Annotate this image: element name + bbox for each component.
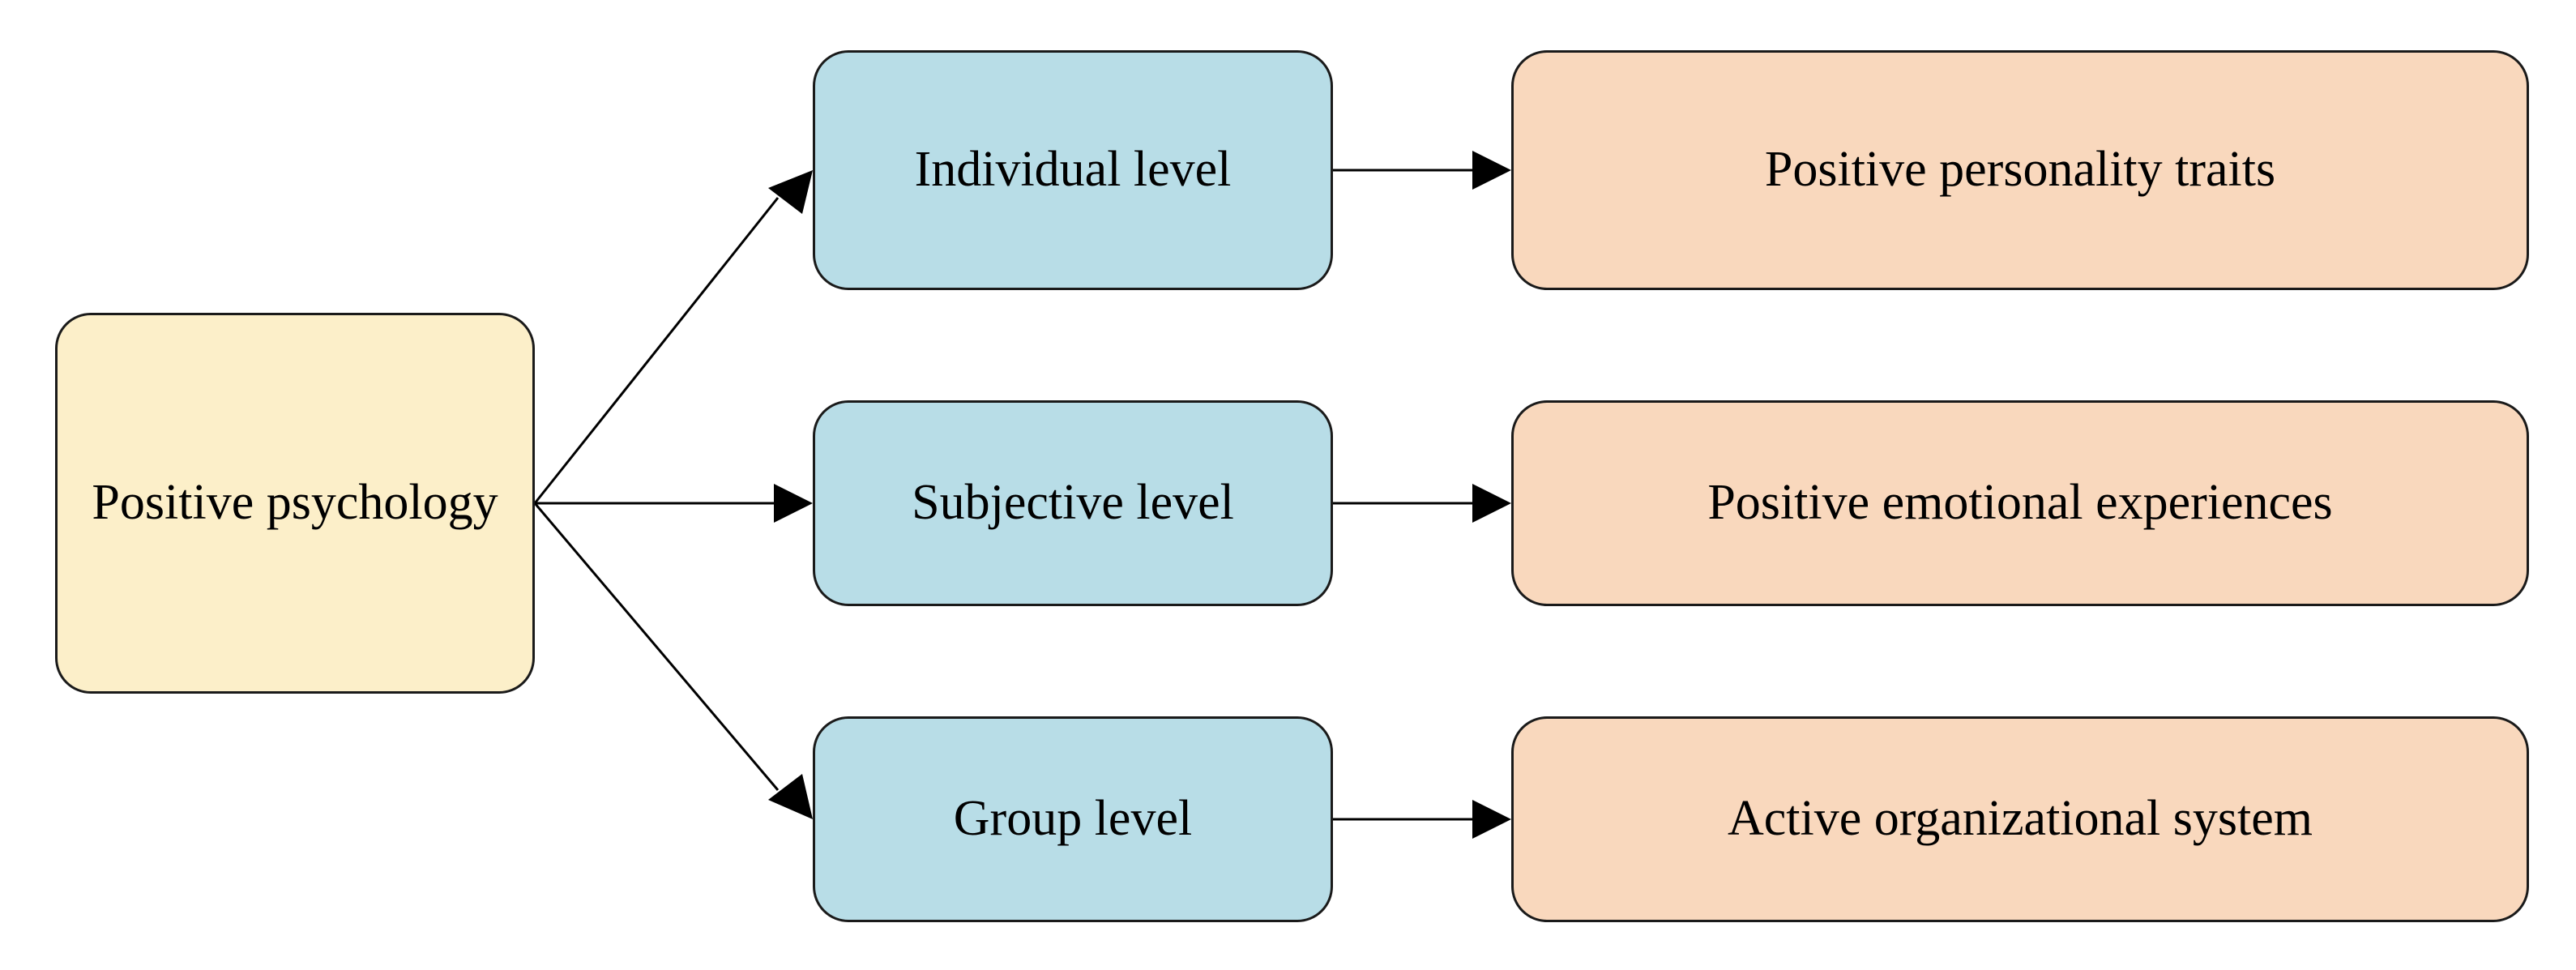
outcome-node-label: Positive emotional experiences — [1707, 475, 2333, 531]
root-to-level-arrow — [535, 484, 813, 523]
outcome-node-emotional-experiences: Positive emotional experiences — [1511, 400, 2529, 606]
level-node-group: Group level — [813, 716, 1333, 922]
level-node-label: Individual level — [914, 142, 1232, 198]
level-to-outcome-arrow — [1333, 484, 1511, 523]
root-to-level-arrow — [533, 502, 813, 819]
level-node-individual: Individual level — [813, 50, 1333, 290]
level-node-label: Group level — [953, 791, 1193, 847]
level-to-outcome-arrow — [1333, 151, 1511, 190]
level-node-subjective: Subjective level — [813, 400, 1333, 606]
root-node-positive-psychology: Positive psychology — [55, 313, 535, 694]
level-node-label: Subjective level — [912, 475, 1234, 531]
level-to-outcome-arrow — [1333, 800, 1511, 839]
root-node-label: Positive psychology — [92, 475, 498, 531]
root-to-level-arrow — [533, 170, 813, 504]
outcome-node-personality-traits: Positive personality traits — [1511, 50, 2529, 290]
outcome-node-label: Positive personality traits — [1764, 142, 2276, 198]
outcome-node-label: Active organizational system — [1728, 791, 2313, 847]
outcome-node-organizational-system: Active organizational system — [1511, 716, 2529, 922]
